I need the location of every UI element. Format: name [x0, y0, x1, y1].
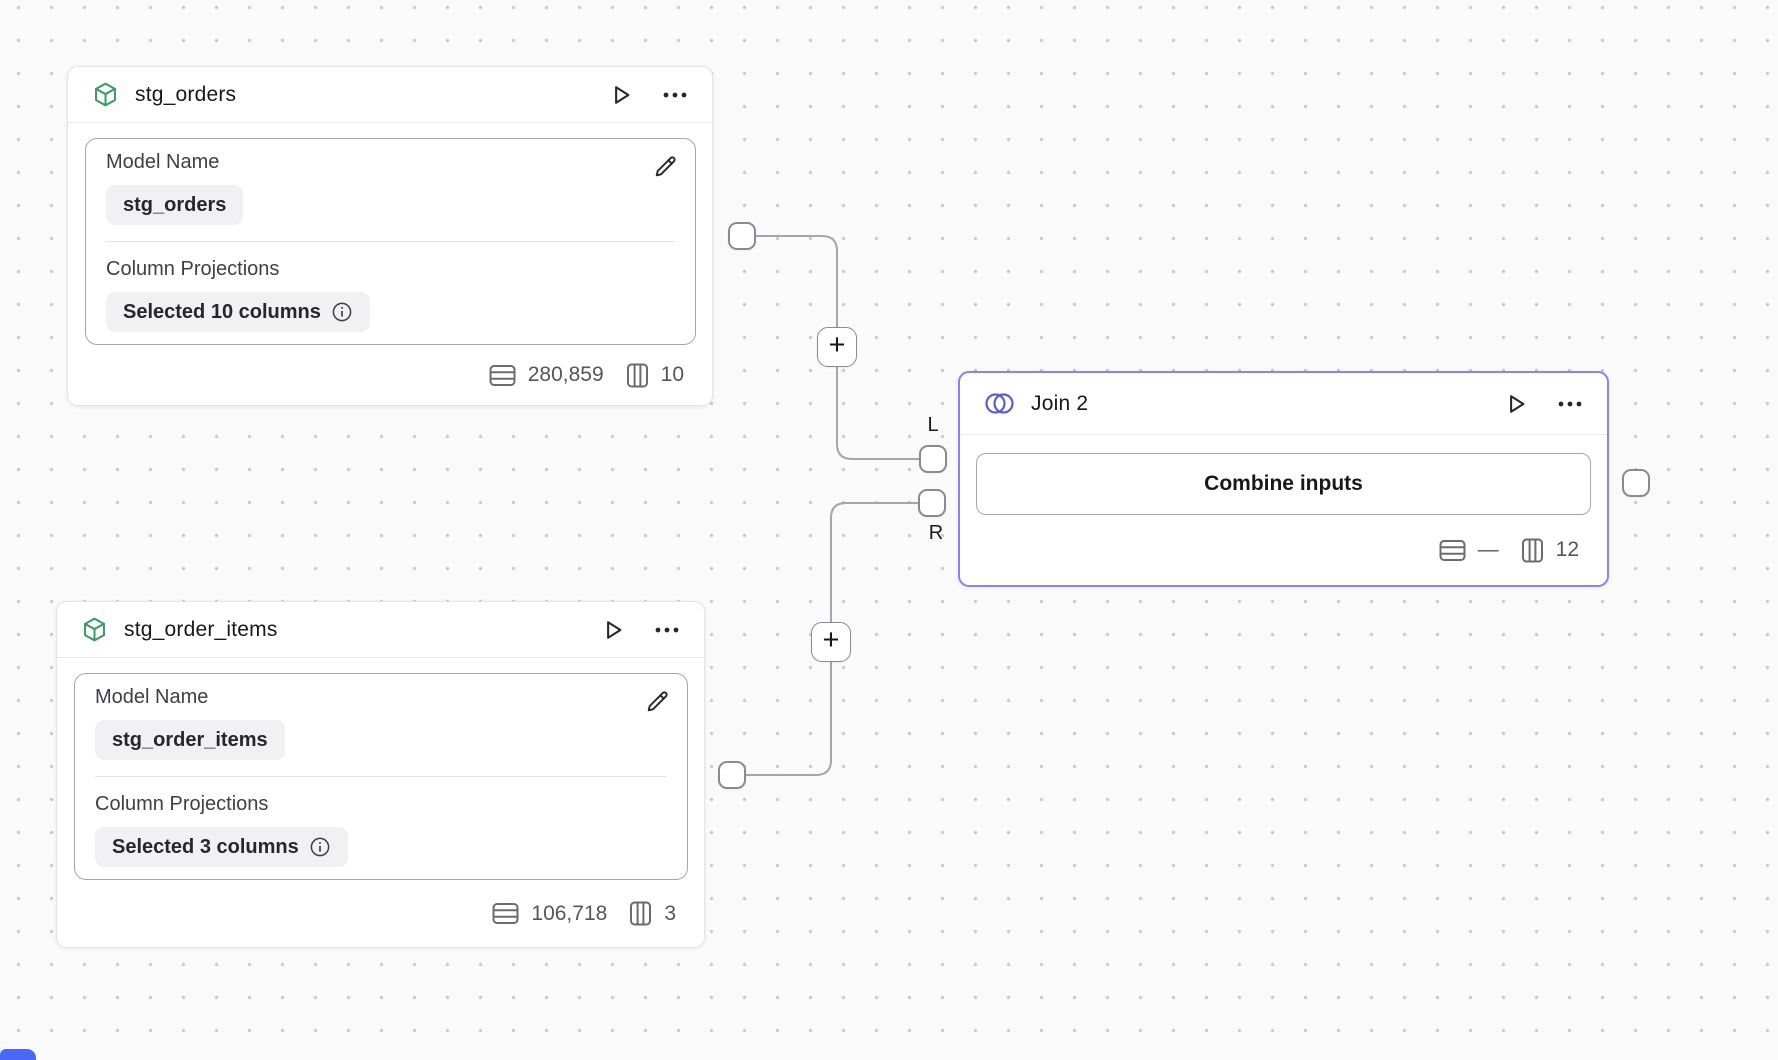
input-port-join-left[interactable]	[919, 445, 947, 473]
card-divider	[106, 241, 675, 242]
box-icon	[81, 616, 108, 643]
row-count-stat: —	[1439, 538, 1499, 562]
column-count-stat: 10	[626, 363, 684, 388]
port-label-right: R	[928, 522, 944, 544]
box-icon	[92, 81, 119, 108]
plus-icon: +	[822, 624, 840, 656]
column-count-value: 10	[660, 363, 684, 386]
column-count-stat: 12	[1521, 538, 1579, 563]
model-name-label: Model Name	[106, 151, 220, 173]
plus-icon: +	[828, 329, 846, 361]
table-columns-icon	[626, 363, 648, 387]
info-icon[interactable]	[331, 301, 353, 323]
column-projections-chip[interactable]: Selected 10 columns	[106, 292, 370, 332]
edit-model-name-button[interactable]	[652, 153, 679, 180]
run-node-button[interactable]	[600, 617, 626, 643]
column-count-value: 12	[1555, 538, 1579, 561]
model-name-label: Model Name	[95, 686, 209, 708]
card-divider	[95, 776, 667, 777]
node-footer: 106,718 3	[57, 880, 704, 947]
node-header: stg_orders	[68, 67, 712, 123]
output-port-stg-order-items[interactable]	[718, 761, 746, 789]
row-count-value: 280,859	[527, 363, 604, 386]
column-projections-label: Column Projections	[106, 258, 280, 280]
node-title: stg_orders	[135, 82, 237, 106]
row-count-value: 106,718	[531, 901, 608, 925]
table-columns-icon	[1521, 538, 1543, 562]
add-node-button-top-edge[interactable]: +	[817, 327, 857, 367]
input-port-join-right[interactable]	[918, 489, 946, 517]
node-title: stg_order_items	[124, 617, 278, 641]
venn-icon	[984, 392, 1015, 415]
node-stg-order-items[interactable]: stg_order_items Model Name	[56, 601, 705, 948]
column-count-value: 3	[664, 901, 676, 925]
row-count-stat: 106,718	[492, 902, 607, 926]
column-projections-chip[interactable]: Selected 3 columns	[95, 827, 348, 867]
info-icon[interactable]	[309, 836, 331, 858]
column-count-stat: 3	[629, 901, 676, 926]
row-count-value: —	[1477, 538, 1499, 561]
node-footer: — 12	[960, 515, 1607, 585]
port-label-left: L	[927, 414, 939, 436]
model-name-chip[interactable]: stg_order_items	[95, 720, 285, 760]
node-header: stg_order_items	[57, 602, 704, 658]
model-config-card: Model Name stg_order_items Column Projec…	[74, 673, 688, 880]
add-node-button-bottom-edge[interactable]: +	[811, 622, 851, 662]
run-node-button[interactable]	[608, 82, 634, 108]
column-projections-label: Column Projections	[95, 793, 269, 815]
node-footer: 280,859 10	[68, 345, 712, 405]
table-rows-icon	[492, 903, 519, 924]
node-menu-button[interactable]	[1557, 400, 1583, 408]
node-menu-button[interactable]	[662, 91, 688, 99]
node-join-2[interactable]: Join 2 Combine inputs —	[958, 371, 1609, 587]
table-rows-icon	[1439, 539, 1466, 561]
table-rows-icon	[489, 364, 516, 386]
model-config-card: Model Name stg_orders Column Projections…	[85, 138, 696, 345]
combine-inputs-button[interactable]: Combine inputs	[976, 453, 1591, 515]
node-header: Join 2	[960, 373, 1607, 435]
output-port-join[interactable]	[1622, 469, 1650, 497]
table-columns-icon	[630, 901, 652, 926]
model-name-chip[interactable]: stg_orders	[106, 185, 244, 225]
row-count-stat: 280,859	[489, 363, 604, 387]
edit-model-name-button[interactable]	[644, 688, 671, 715]
node-title: Join 2	[1031, 391, 1089, 415]
node-stg-orders[interactable]: stg_orders Model Name s	[67, 66, 713, 406]
output-port-stg-orders[interactable]	[728, 222, 756, 250]
canvas-corner-button[interactable]	[0, 1049, 36, 1060]
node-menu-button[interactable]	[654, 626, 680, 634]
run-node-button[interactable]	[1503, 391, 1529, 417]
